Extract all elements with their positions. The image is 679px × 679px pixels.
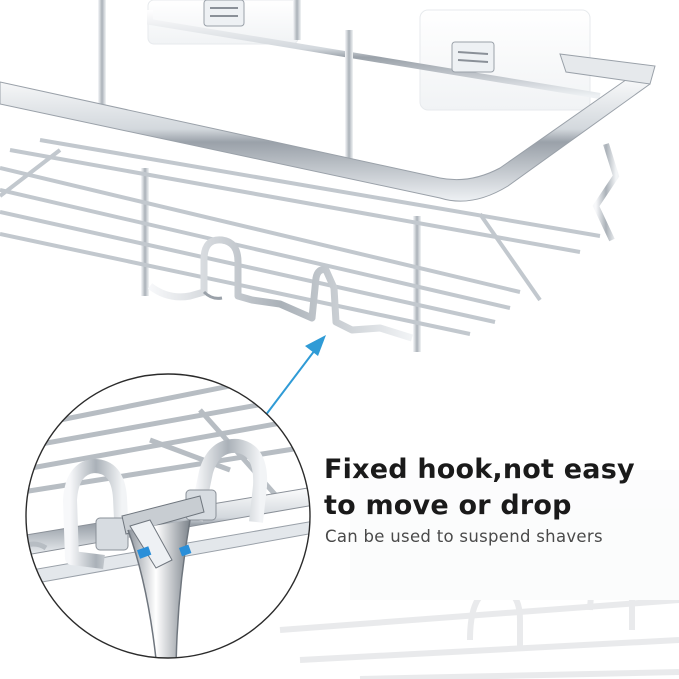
faded-basket-reflection	[279, 470, 679, 679]
latch-left	[203, 0, 245, 27]
front-hook-left	[147, 236, 414, 342]
zoom-detail-circle	[25, 373, 311, 659]
zoom-hook-left	[63, 459, 129, 569]
basket-floor-wires	[0, 138, 601, 336]
zoom-hook-right	[189, 438, 268, 523]
latch-right	[451, 41, 495, 73]
front-rim	[0, 69, 651, 202]
pointer-arrow-icon	[261, 335, 326, 421]
caption-subline: Can be used to suspend shavers	[325, 527, 603, 546]
caption-headline-line1: Fixed hook,not easy	[324, 454, 635, 485]
caption-headline-line2: to move or drop	[324, 490, 572, 521]
razor-icon	[121, 495, 205, 658]
caption-headline: Fixed hook,not easy to move or drop	[324, 452, 664, 524]
back-rail	[147, 10, 601, 99]
shower-caddy-basket	[0, 0, 656, 352]
